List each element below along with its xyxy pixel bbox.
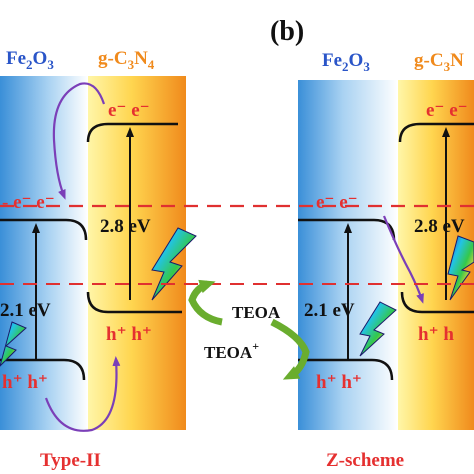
light-bolt-icon <box>359 301 397 357</box>
scheme-name-left: Type-II <box>40 450 101 471</box>
fe2o3-label-left: Fe2O3 <box>6 48 54 72</box>
teoa-reactant-label: TEOA <box>232 303 281 322</box>
scheme-name-right: Z-scheme <box>326 450 404 471</box>
fe2o3-holes-right: h⁺ h⁺ <box>316 372 362 393</box>
fe2o3-gap-label-right: 2.1 eV <box>304 300 355 321</box>
fe2o3-vb-edge-right <box>298 358 394 381</box>
gc3n4-gap-label-right: 2.8 eV <box>414 216 465 237</box>
fe2o3-cb-electrons-right: e⁻ e⁻ <box>316 192 358 213</box>
teoa-product-label: TEOA+ <box>204 339 259 362</box>
teoa-oxidation-arrow-top <box>188 279 223 326</box>
fe2o3-band-left <box>0 76 88 430</box>
fe2o3-label-right: Fe2O3 <box>322 50 370 74</box>
gc3n4-holes-right: h⁺ h <box>418 324 454 345</box>
panel-label: (b) <box>270 16 304 47</box>
gc3n4-cb-edge-right <box>398 122 474 143</box>
fe2o3-holes-left: h⁺ h⁺ <box>2 372 48 393</box>
gc3n4-cb-electrons-left: e⁻ e⁻ <box>108 100 150 121</box>
fe2o3-gap-label-left: 2.1 eV <box>0 300 51 321</box>
teoa-cycle: TEOA TEOA+ <box>188 279 310 380</box>
electron-transfer-arrow-left <box>52 82 106 200</box>
fe2o3-cb-electrons-left: - e⁻ e⁻ <box>2 192 55 213</box>
gc3n4-vb-edge-right <box>400 291 474 314</box>
fe2o3-vb-edge-left <box>0 358 86 381</box>
gc3n4-label-right: g-C3N <box>414 50 464 74</box>
gc3n4-vb-edge-left <box>86 291 182 314</box>
light-bolt-icon <box>0 321 27 367</box>
hole-transfer-arrow-left <box>44 356 121 432</box>
z-scheme-transfer-arrow <box>382 215 424 304</box>
gc3n4-holes-left: h⁺ h⁺ <box>106 324 152 345</box>
gc3n4-cb-electrons-right: e⁻ e⁻ <box>426 100 468 121</box>
gc3n4-label-left: g-C3N4 <box>98 48 155 72</box>
gc3n4-cb-edge-left <box>86 122 178 143</box>
fe2o3-cb-edge-left <box>0 218 88 241</box>
light-bolt-icon <box>447 235 474 301</box>
gc3n4-gap-label-left: 2.8 eV <box>100 216 151 237</box>
teoa-oxidation-arrow-bottom <box>270 318 310 380</box>
